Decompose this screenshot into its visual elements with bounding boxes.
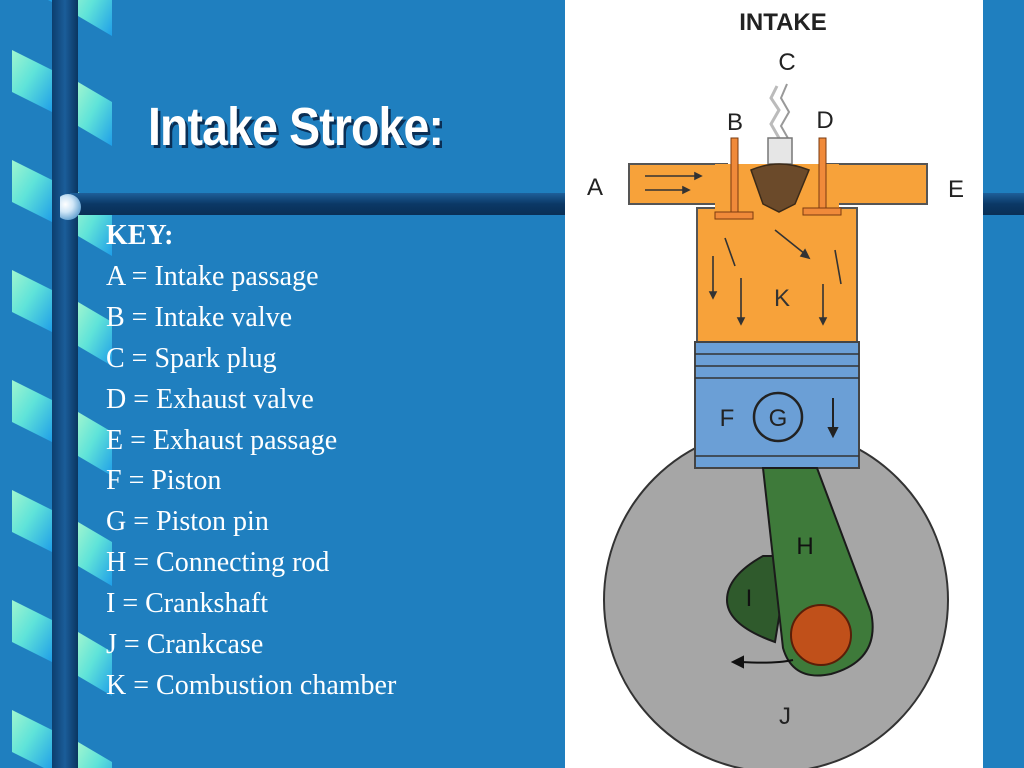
ribbon-band bbox=[12, 710, 52, 768]
key-item-b: B = Intake valve bbox=[106, 301, 293, 333]
label-b: B bbox=[727, 109, 743, 136]
crank-pin bbox=[790, 604, 852, 666]
label-g: G bbox=[769, 405, 788, 432]
label-j: J bbox=[779, 703, 791, 730]
chamber-flow-arrows bbox=[708, 229, 842, 326]
ribbon-band bbox=[12, 160, 52, 222]
crankshaft bbox=[725, 555, 791, 644]
label-a: A bbox=[587, 174, 603, 201]
ribbon-band bbox=[48, 0, 52, 2]
label-e: E bbox=[948, 176, 964, 203]
intake-passage bbox=[628, 163, 728, 205]
decorative-ribbon bbox=[12, 0, 112, 768]
key-item-k: K = Combustion chamber bbox=[106, 669, 397, 701]
piston-pin bbox=[752, 391, 804, 443]
key-legend: KEY: A = Intake passage B = Intake valve… bbox=[106, 216, 396, 707]
key-item-d: D = Exhaust valve bbox=[106, 383, 314, 415]
key-item-e: E = Exhaust passage bbox=[106, 424, 338, 456]
label-k: K bbox=[774, 285, 790, 312]
ribbon-band bbox=[12, 270, 52, 332]
piston-rings bbox=[695, 353, 859, 457]
exhaust-passage bbox=[826, 163, 928, 205]
ribbon-band bbox=[12, 490, 52, 552]
ribbon-band bbox=[78, 632, 112, 696]
ribbon-band bbox=[78, 522, 112, 586]
label-h: H bbox=[796, 533, 813, 560]
key-heading: KEY: bbox=[106, 220, 174, 251]
ribbon-band bbox=[12, 380, 52, 442]
key-item-h: H = Connecting rod bbox=[106, 547, 330, 579]
label-d: D bbox=[816, 107, 833, 134]
spark-plug bbox=[750, 83, 810, 213]
ribbon-band bbox=[78, 302, 112, 366]
piston bbox=[694, 341, 860, 469]
ribbon-band bbox=[78, 412, 112, 476]
rotation-arrow bbox=[730, 655, 794, 669]
key-item-j: J = Crankcase bbox=[106, 629, 264, 661]
key-item-i: I = Crankshaft bbox=[106, 588, 268, 620]
engine-diagram: INTAKE bbox=[565, 0, 983, 768]
exhaust-valve bbox=[802, 137, 842, 216]
key-item-g: G = Piston pin bbox=[106, 506, 269, 538]
ribbon-band bbox=[12, 600, 52, 662]
piston-motion-arrow bbox=[827, 398, 839, 439]
ribbon-band bbox=[78, 0, 112, 36]
ribbon-band bbox=[12, 50, 52, 112]
ribbon-band bbox=[78, 82, 112, 146]
key-item-f: F = Piston bbox=[106, 465, 222, 497]
combustion-chamber bbox=[696, 207, 858, 343]
intake-flow-arrows bbox=[645, 171, 703, 195]
key-item-c: C = Spark plug bbox=[106, 342, 277, 374]
key-item-a: A = Intake passage bbox=[106, 260, 319, 292]
label-f: F bbox=[720, 405, 735, 432]
label-c: C bbox=[778, 49, 795, 76]
diagram-caption: INTAKE bbox=[739, 9, 827, 36]
label-i: I bbox=[746, 585, 753, 612]
intake-valve bbox=[714, 137, 754, 220]
ribbon-band bbox=[78, 742, 112, 768]
slide-title: Intake Stroke: bbox=[148, 97, 444, 157]
